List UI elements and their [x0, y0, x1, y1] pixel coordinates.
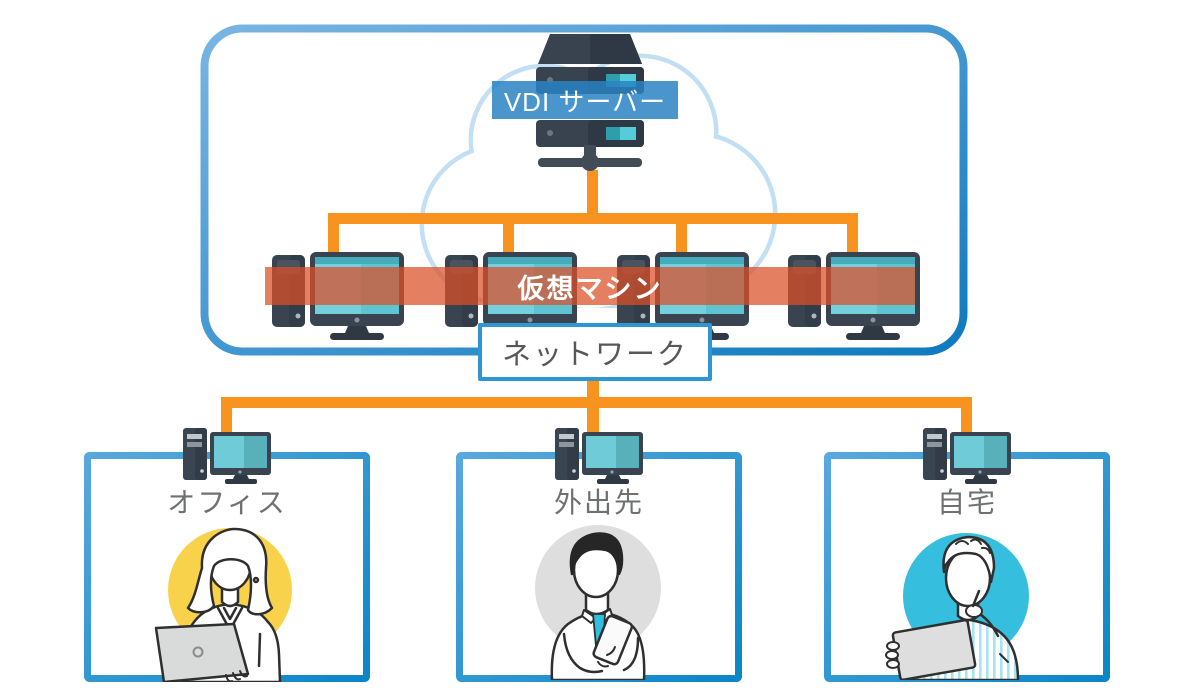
- connector-vm-bus: [328, 213, 858, 224]
- location-label-office: オフィス: [84, 484, 370, 518]
- vdi-server-label: VDI サーバー: [503, 86, 667, 117]
- woman-using-laptop-illustration: [154, 527, 292, 682]
- connector-location-drop-1: [221, 397, 232, 433]
- virtual-machine-band: 仮想マシン: [265, 267, 915, 305]
- connector-vm-drop-2: [503, 213, 514, 254]
- vdi-server-label-band: VDI サーバー: [492, 81, 678, 119]
- person-using-tablet-illustration: [885, 533, 1029, 680]
- location-label-out: 外出先: [456, 484, 742, 518]
- connector-location-drop-3: [961, 397, 972, 433]
- client-pc-icon-home: [923, 428, 1011, 484]
- office-label-text: オフィス: [167, 487, 287, 518]
- home-label-text: 自宅: [936, 487, 997, 518]
- connector-location-drop-2: [587, 397, 599, 433]
- connector-vm-drop-4: [847, 213, 858, 254]
- connector-vm-drop-3: [676, 213, 687, 254]
- connector-server-trunk: [587, 170, 598, 218]
- out-label-text: 外出先: [553, 487, 644, 518]
- location-label-home: 自宅: [824, 484, 1110, 518]
- network-label: ネットワーク: [501, 339, 688, 371]
- network-box: ネットワーク: [478, 323, 712, 381]
- virtual-machine-label: 仮想マシン: [517, 273, 663, 304]
- client-pc-icon-out: [555, 428, 643, 484]
- client-pc-icon-office: [183, 428, 271, 484]
- connector-vm-drop-1: [328, 213, 339, 254]
- man-using-smartphone-illustration: [535, 525, 661, 680]
